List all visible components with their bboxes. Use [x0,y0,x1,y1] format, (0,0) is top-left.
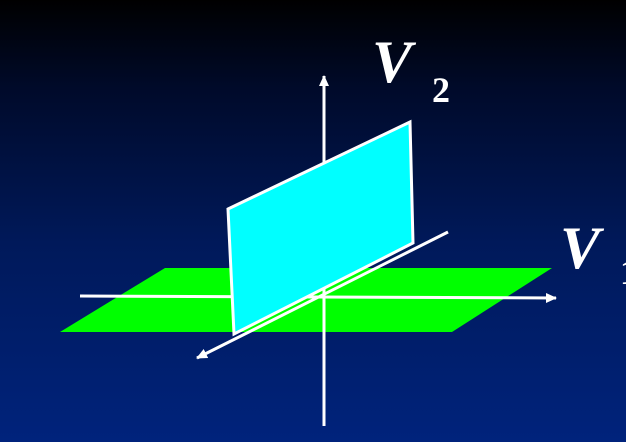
label-v2-letter: V [372,29,417,95]
label-v2: V 2 [372,29,450,110]
label-v1: V 1 [560,215,626,292]
intersection-axis [196,230,449,360]
horizontal-plane [60,268,552,332]
label-v2-subscript: 2 [432,70,450,110]
label-v1-subscript: 1 [620,252,626,292]
vertical-plane [226,119,415,337]
label-v1-letter: V [560,215,605,281]
